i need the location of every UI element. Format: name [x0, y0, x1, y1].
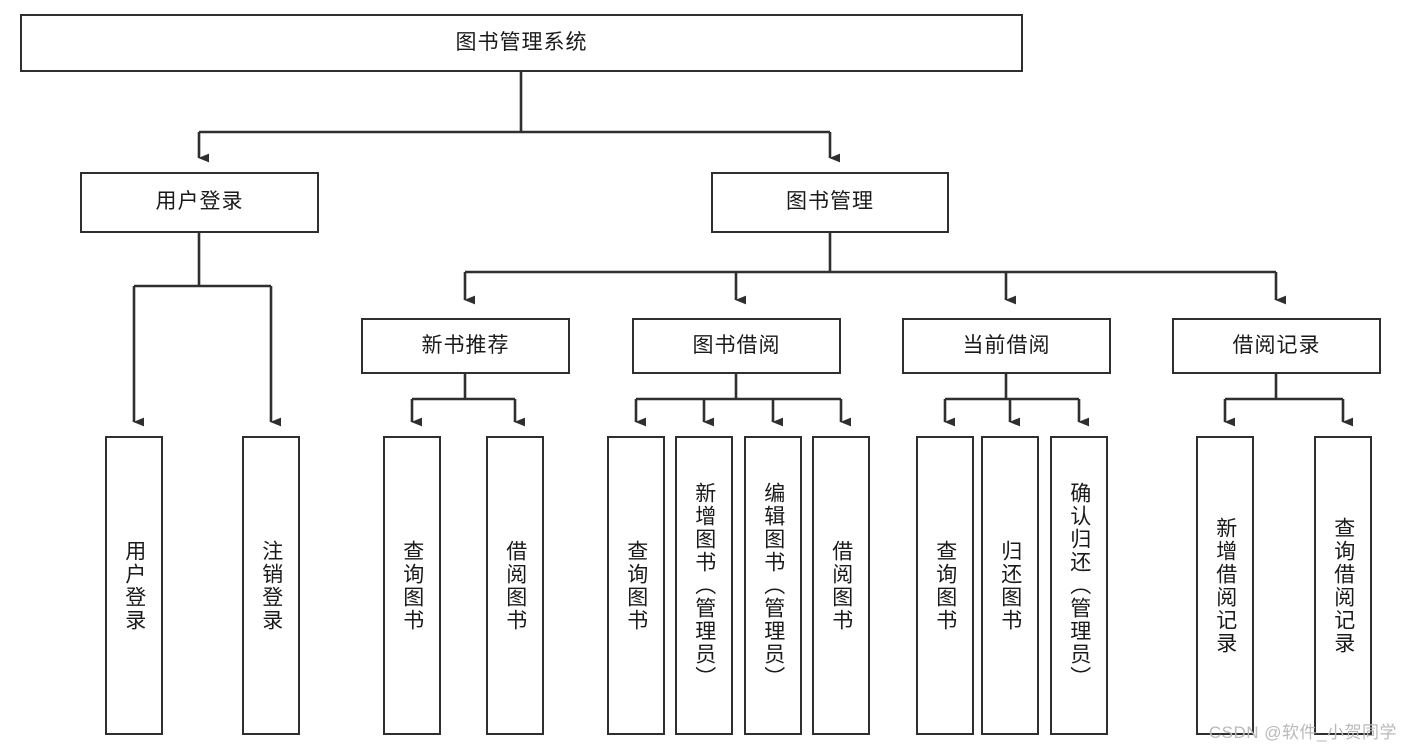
node-leaf-user-login[interactable]: 用户登录 — [105, 436, 163, 735]
node-leaf-query-book-2-label: 查询图书 — [624, 539, 648, 632]
node-user-login[interactable]: 用户登录 — [80, 172, 319, 233]
node-book-borrow[interactable]: 图书借阅 — [632, 318, 841, 374]
node-leaf-query-book-3-label: 查询图书 — [933, 539, 957, 632]
node-leaf-add-book[interactable]: 新增图书（管理员） — [675, 436, 733, 735]
node-leaf-query-record[interactable]: 查询借阅记录 — [1314, 436, 1372, 735]
node-user-login-label: 用户登录 — [155, 190, 244, 214]
node-leaf-return-book[interactable]: 归还图书 — [981, 436, 1039, 735]
node-leaf-logout-login[interactable]: 注销登录 — [242, 436, 300, 735]
node-leaf-edit-book[interactable]: 编辑图书（管理员） — [744, 436, 802, 735]
node-leaf-edit-book-label: 编辑图书（管理员） — [761, 482, 785, 689]
node-borrow-record[interactable]: 借阅记录 — [1172, 318, 1381, 374]
node-current-borrow[interactable]: 当前借阅 — [902, 318, 1111, 374]
node-new-book-recommend-label: 新书推荐 — [421, 333, 510, 357]
node-book-manage[interactable]: 图书管理 — [711, 172, 949, 233]
node-leaf-add-record-label: 新增借阅记录 — [1213, 516, 1237, 655]
node-current-borrow-label: 当前借阅 — [962, 333, 1051, 357]
node-leaf-query-record-label: 查询借阅记录 — [1331, 516, 1355, 655]
node-leaf-user-login-label: 用户登录 — [122, 539, 146, 632]
node-book-manage-label: 图书管理 — [786, 190, 874, 214]
node-leaf-borrow-book-1[interactable]: 借阅图书 — [486, 436, 544, 735]
node-new-book-recommend[interactable]: 新书推荐 — [361, 318, 570, 374]
node-book-borrow-label: 图书借阅 — [692, 333, 781, 357]
node-leaf-confirm-return[interactable]: 确认归还（管理员） — [1050, 436, 1108, 735]
node-leaf-confirm-return-label: 确认归还（管理员） — [1067, 482, 1091, 689]
node-leaf-add-book-label: 新增图书（管理员） — [692, 482, 716, 689]
node-leaf-borrow-book-2-label: 借阅图书 — [829, 539, 853, 632]
node-leaf-query-book-1-label: 查询图书 — [400, 539, 424, 632]
node-leaf-borrow-book-1-label: 借阅图书 — [503, 539, 527, 632]
node-leaf-return-book-label: 归还图书 — [998, 539, 1022, 632]
csdn-watermark: CSDN @软件_小贺同学 — [1208, 723, 1397, 742]
node-root-label: 图书管理系统 — [455, 30, 588, 54]
node-leaf-add-record[interactable]: 新增借阅记录 — [1196, 436, 1254, 735]
node-leaf-query-book-3[interactable]: 查询图书 — [916, 436, 974, 735]
node-root[interactable]: 图书管理系统 — [20, 14, 1023, 72]
node-leaf-logout-login-label: 注销登录 — [259, 539, 283, 632]
node-leaf-borrow-book-2[interactable]: 借阅图书 — [812, 436, 870, 735]
node-borrow-record-label: 借阅记录 — [1232, 333, 1321, 357]
node-leaf-query-book-1[interactable]: 查询图书 — [383, 436, 441, 735]
node-leaf-query-book-2[interactable]: 查询图书 — [607, 436, 665, 735]
